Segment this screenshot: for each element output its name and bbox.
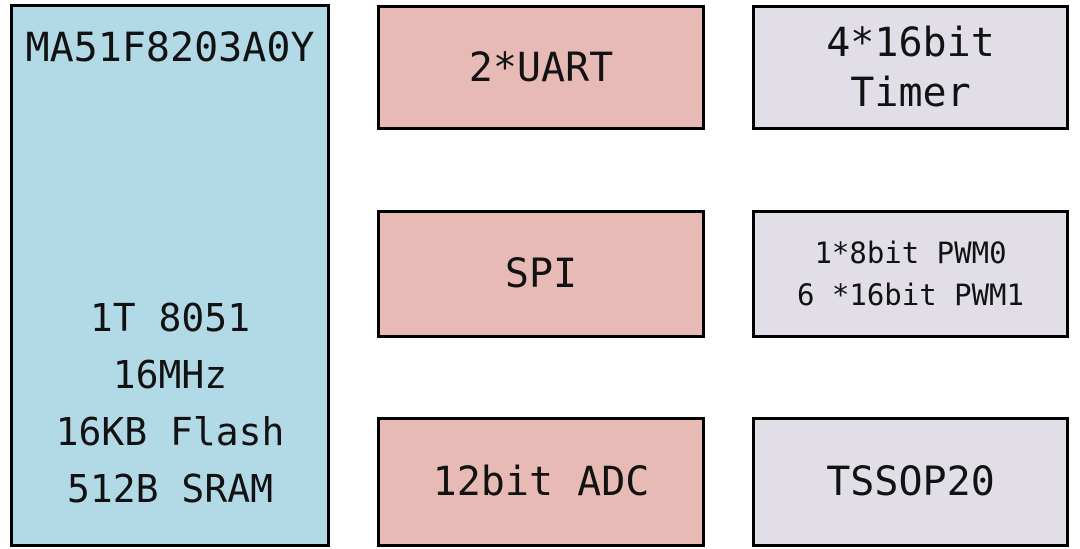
adc-label: 12bit ADC — [432, 459, 650, 505]
spi-block: SPI — [377, 210, 705, 338]
package-block: TSSOP20 — [752, 417, 1069, 547]
chip-spec-flash: 16KB Flash — [55, 410, 285, 454]
chip-name: MA51F8203A0Y — [25, 25, 315, 71]
chip-core-block: MA51F8203A0Y 1T 8051 16MHz 16KB Flash 51… — [10, 4, 330, 547]
chip-spec-sram: 512B SRAM — [67, 467, 273, 511]
uart-label: 2*UART — [468, 44, 614, 91]
timer-label-line1: 4*16bit — [826, 19, 995, 66]
timer-block: 4*16bit Timer — [752, 5, 1069, 130]
pwm-label-line2: 6 *16bit PWM1 — [797, 278, 1024, 312]
spi-label: SPI — [504, 251, 578, 297]
adc-block: 12bit ADC — [377, 417, 705, 547]
chip-spec-core: 1T 8051 — [89, 296, 251, 340]
uart-block: 2*UART — [377, 5, 705, 130]
package-label: TSSOP20 — [826, 459, 995, 505]
timer-label-line2: Timer — [850, 69, 971, 116]
chip-specs: 1T 8051 16MHz 16KB Flash 512B SRAM — [13, 290, 327, 518]
pwm-label-line1: 1*8bit PWM0 — [814, 236, 1007, 270]
pwm-block: 1*8bit PWM0 6 *16bit PWM1 — [752, 210, 1069, 338]
chip-spec-clock: 16MHz — [112, 353, 228, 397]
